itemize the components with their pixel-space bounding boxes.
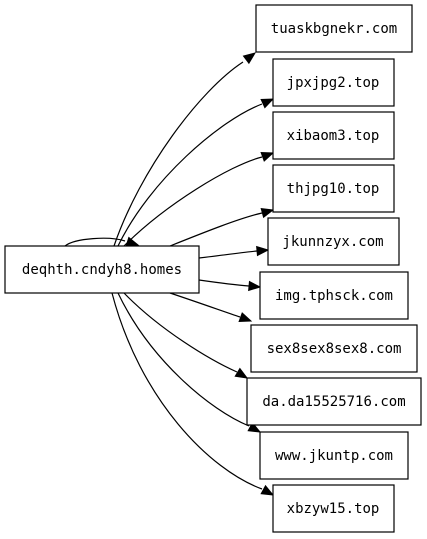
target-node-label: xbzyw15.top <box>287 501 380 517</box>
edge-arrowhead-8 <box>234 367 249 379</box>
edge-arrowhead-7 <box>238 312 253 322</box>
edge-arrowhead-9 <box>247 421 262 433</box>
source-node-box <box>4 245 200 294</box>
target-node-label: xibaom3.top <box>287 128 380 144</box>
target-node-box <box>267 217 400 266</box>
target-node-9[interactable]: www.jkuntp.com <box>259 431 409 480</box>
edge-5 <box>198 250 258 259</box>
nodes-layer: deqhth.cndyh8.homes tuaskbgnekr.com jpxj… <box>4 4 422 533</box>
target-node-label: img.tphsck.com <box>275 288 393 304</box>
edge-arrowhead-4 <box>260 207 275 219</box>
edges-layer <box>64 52 275 496</box>
edge-10 <box>111 292 263 490</box>
target-node-box <box>272 484 395 533</box>
edge-arrowhead-10 <box>260 484 275 496</box>
source-node[interactable]: deqhth.cndyh8.homes <box>4 245 200 294</box>
target-node-box <box>255 4 413 53</box>
target-node-label: sex8sex8sex8.com <box>267 341 402 357</box>
target-node-1[interactable]: tuaskbgnekr.com <box>255 4 413 53</box>
edge-7 <box>169 292 241 318</box>
target-node-label: jkunnzyx.com <box>282 234 383 250</box>
edge-arrowhead-2 <box>260 98 275 109</box>
target-node-4[interactable]: thjpg10.top <box>272 164 395 213</box>
target-node-label: www.jkuntp.com <box>275 448 393 464</box>
target-node-box <box>272 58 395 107</box>
target-node-label: tuaskbgnekr.com <box>271 21 397 37</box>
edge-arrowhead-1 <box>242 52 257 65</box>
target-node-8[interactable]: da.da15525716.com <box>246 377 422 426</box>
target-node-label: thjpg10.top <box>287 181 380 197</box>
target-node-2[interactable]: jpxjpg2.top <box>272 58 395 107</box>
edge-2 <box>117 103 263 247</box>
target-node-box <box>259 271 409 320</box>
target-node-10[interactable]: xbzyw15.top <box>272 484 395 533</box>
edge-9 <box>117 292 250 427</box>
target-node-label: jpxjpg2.top <box>287 75 380 91</box>
target-node-box <box>259 431 409 480</box>
target-node-3[interactable]: xibaom3.top <box>272 111 395 160</box>
target-node-6[interactable]: img.tphsck.com <box>259 271 409 320</box>
edge-arrowhead-5 <box>256 245 270 257</box>
target-node-box <box>246 377 422 426</box>
target-node-box <box>272 111 395 160</box>
target-node-box <box>272 164 395 213</box>
edge-6 <box>198 279 250 287</box>
edge-arrowhead-3 <box>260 152 275 162</box>
edge-8 <box>123 292 238 373</box>
edge-1 <box>113 61 244 247</box>
target-node-box <box>250 324 418 373</box>
self-loop-edge <box>64 237 126 247</box>
target-node-7[interactable]: sex8sex8sex8.com <box>250 324 418 373</box>
edge-arrowhead-6 <box>248 280 262 292</box>
edge-3 <box>123 156 263 247</box>
edge-4 <box>169 212 263 247</box>
target-node-label: da.da15525716.com <box>262 394 405 410</box>
target-node-5[interactable]: jkunnzyx.com <box>267 217 400 266</box>
source-node-label: deqhth.cndyh8.homes <box>22 262 182 278</box>
